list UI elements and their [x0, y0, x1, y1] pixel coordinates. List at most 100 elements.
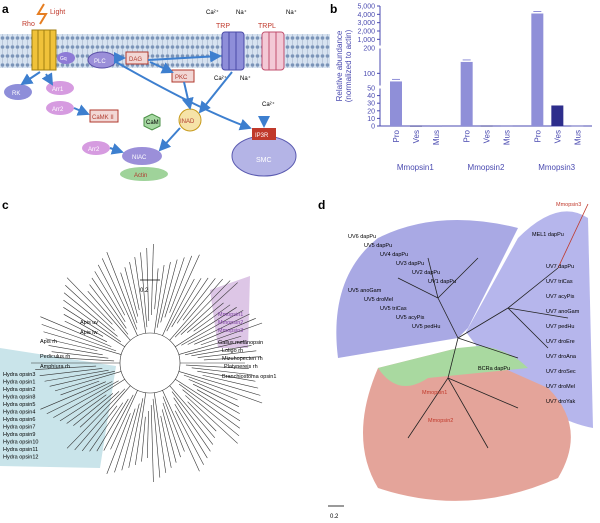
bcra-label: BCRa dapPu — [478, 366, 510, 372]
tree-branch — [79, 391, 120, 428]
axis-break — [376, 45, 384, 49]
tree-branch — [188, 379, 238, 401]
tree-branch — [63, 299, 122, 343]
tree-branch — [89, 284, 129, 335]
tree-branch — [106, 251, 138, 330]
tree-branch — [184, 340, 247, 356]
panel-label-b: b — [330, 2, 338, 16]
tree-branch — [164, 257, 185, 318]
tree-branch — [181, 310, 244, 346]
tree-branch — [202, 374, 259, 389]
uv-clade-label: UV1 dapPu — [428, 279, 456, 285]
tree-branch — [59, 378, 125, 422]
tree-branch — [153, 392, 167, 473]
taxon-label: Apis rh — [40, 339, 57, 345]
uv7-clade-label: UV7 droYak — [546, 399, 575, 405]
tree-branch — [53, 380, 119, 418]
tree-branch — [182, 278, 216, 321]
tree-branch — [120, 272, 138, 324]
y-tick-label: 0 — [371, 124, 375, 131]
tree-branch — [87, 291, 131, 341]
uv7-clade-label: UV7 droAna — [546, 354, 577, 360]
hydra-opsin-label: Hydra opsin3 — [3, 372, 35, 378]
tree-branch — [161, 409, 177, 463]
tree-branch — [40, 316, 112, 347]
smc-organelle — [231, 135, 297, 177]
tree-branch — [192, 383, 239, 407]
camkii-label: CaMK II — [92, 115, 114, 121]
inad-label: INAD — [180, 119, 195, 125]
rk-node — [4, 84, 32, 100]
tree-branch — [146, 410, 149, 458]
pkc-label: PKC — [175, 75, 188, 81]
rho-label: Rho — [22, 21, 35, 28]
tree-branch — [174, 403, 208, 459]
taxon-label: Pediculus rh — [40, 354, 70, 360]
category-label: Ves — [553, 130, 562, 143]
y-tick-label: 200 — [363, 46, 375, 53]
tree-branch — [180, 282, 238, 335]
category-label: Pro — [392, 129, 401, 142]
tree-branch — [182, 389, 240, 437]
category-label: Mus — [432, 130, 441, 145]
rk-label: RK — [12, 91, 20, 97]
hydra-opsin-label: Hydra opsin4 — [3, 410, 35, 416]
uv7-clade-label: UV7 acyPis — [546, 294, 575, 300]
tree-branch — [35, 365, 97, 370]
taxon-label: Loligo rh — [222, 348, 243, 354]
tree-branch — [169, 278, 223, 341]
tree-branch — [152, 398, 161, 478]
hydra-opsin-label: Hydra opsin12 — [3, 455, 38, 461]
bar-Mmopsin1-Ves — [410, 125, 422, 127]
tree-branch — [186, 302, 224, 333]
taxon-label: Branchiostoma opsin1 — [222, 374, 276, 380]
tree-branch — [66, 277, 113, 325]
y-tick-label: 4,000 — [357, 12, 375, 19]
tree-branch — [166, 278, 195, 332]
y-tick-label: 10 — [367, 116, 375, 123]
bar-Mmopsin3-Pro — [531, 13, 544, 126]
tree-branch — [66, 394, 107, 424]
camkii-node — [89, 109, 119, 123]
ca-lower-label: Ca²⁺ — [262, 101, 275, 108]
tree-branch — [171, 278, 202, 328]
y-tick-label: 50 — [367, 86, 375, 93]
tree-branch — [203, 356, 261, 361]
tree-core — [119, 332, 181, 394]
tree-branch — [169, 385, 216, 439]
actin-label: Actin — [134, 173, 147, 179]
tree-branch — [185, 364, 249, 369]
bar-Mmopsin2-Pro — [460, 61, 473, 126]
panel-label-c: c — [2, 198, 9, 212]
tree-branch — [44, 369, 109, 382]
tree-branch — [66, 388, 126, 449]
uv-clade-label: UV5 acyPis — [396, 315, 425, 321]
plc-label: PLC — [94, 59, 106, 65]
tree-branch — [135, 392, 147, 465]
group-label: Mmopsin1 — [397, 163, 434, 172]
category-label: Pro — [533, 129, 542, 142]
taxon-label: Gallus melanopsin — [218, 340, 263, 346]
bar-Mmopsin2-Mus — [500, 125, 513, 127]
bar-Mmopsin3-Mus — [571, 125, 584, 127]
dag-node — [125, 51, 149, 65]
hydra-opsin-label: Hydra opsin1 — [3, 380, 35, 386]
cam-node — [143, 113, 161, 131]
y-axis-label: Relative abundance(normalized to actin) — [335, 29, 353, 102]
hydra-opsin-label: Hydra opsin2 — [3, 387, 35, 393]
axis-break — [376, 85, 384, 89]
scale-label: 0.2 — [140, 288, 149, 294]
uv-clade-label: UV5 pedHu — [412, 324, 440, 330]
tree-branch — [173, 397, 211, 452]
pathway-arrows — [20, 50, 270, 155]
y-tick-label: 5,000 — [357, 4, 375, 11]
tree-branch — [55, 357, 115, 362]
na-top-label-1: Na⁺ — [236, 9, 247, 16]
tree-branch — [156, 261, 171, 328]
tree-branch — [45, 338, 98, 352]
uv-clade-label: UV2 dapPu — [412, 270, 440, 276]
mmopsin-label: Mmopsin3 — [556, 202, 581, 208]
hydra-opsin-label: Hydra opsin5 — [3, 402, 35, 408]
